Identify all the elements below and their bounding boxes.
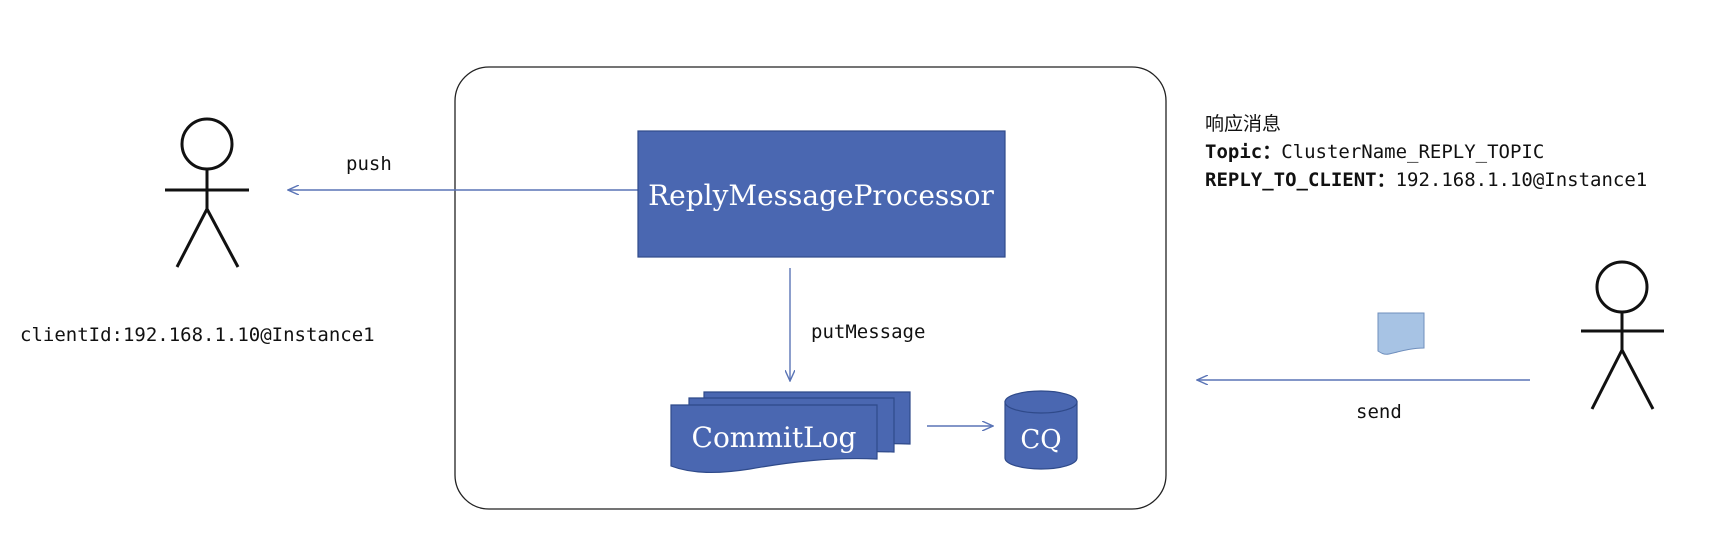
client-id-label: clientId:192.168.1.10@Instance1 <box>20 324 375 346</box>
sender-stick-figure-icon <box>1581 260 1664 410</box>
topic-line: Topic：ClusterName_REPLY_TOPIC <box>1205 138 1647 166</box>
topic-key: Topic： <box>1205 141 1282 163</box>
topic-value: ClusterName_REPLY_TOPIC <box>1281 141 1545 163</box>
client-stick-figure-icon <box>165 117 249 268</box>
reply-message-info: 响应消息 Topic：ClusterName_REPLY_TOPIC REPLY… <box>1205 110 1647 194</box>
reply-message-processor-box <box>637 130 1006 258</box>
reply-message-processor-label: ReplyMessageProcessor <box>648 179 994 212</box>
push-label: push <box>346 153 392 175</box>
commitlog-shape <box>670 391 911 474</box>
reply-to-client-line: REPLY_TO_CLIENT：192.168.1.10@Instance1 <box>1205 166 1647 194</box>
commitlog-label: CommitLog <box>692 421 857 454</box>
reply-to-client-key: REPLY_TO_CLIENT： <box>1205 169 1396 191</box>
cq-label: CQ <box>1020 425 1061 455</box>
reply-to-client-value: 192.168.1.10@Instance1 <box>1395 169 1648 191</box>
put-message-label: putMessage <box>811 321 925 343</box>
send-label: send <box>1356 401 1402 423</box>
cq-cylinder <box>1004 390 1078 470</box>
reply-message-title: 响应消息 <box>1205 113 1282 135</box>
message-document-icon <box>1377 312 1425 355</box>
